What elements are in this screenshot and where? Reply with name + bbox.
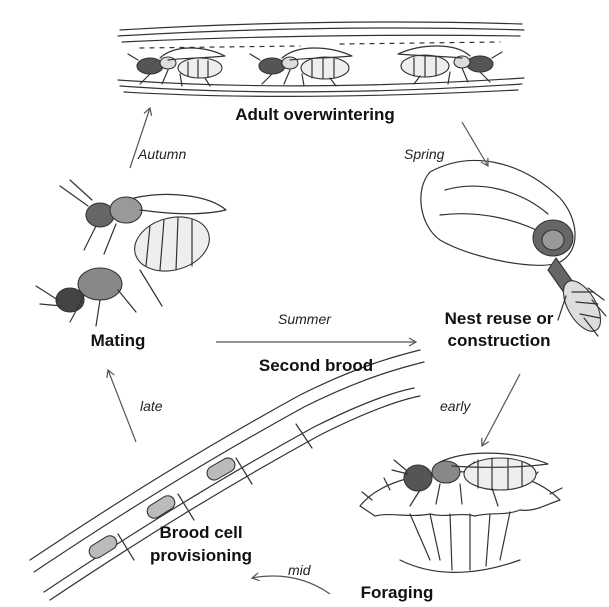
arrow-early [482,374,520,446]
stage-nest-reuse-line1: Nest reuse or [424,308,574,329]
stage-mating: Mating [68,330,168,351]
overwintering-bee-2 [250,48,352,86]
foraging-illustration [360,453,562,572]
transition-autumn: Autumn [138,146,186,163]
arrow-spring [462,122,488,166]
stage-nest-reuse-line2: construction [424,330,574,351]
transition-mid: mid [288,562,311,579]
transition-summer: Summer [278,311,331,328]
transition-spring: Spring [404,146,444,163]
overwintering-bee-1 [128,48,225,86]
stage-foraging: Foraging [352,582,442,603]
transition-late: late [140,398,163,415]
lower-bee [36,209,215,326]
arrow-late [108,370,136,442]
stage-brood-cell-line1: Brood cell [146,522,256,543]
stage-brood-cell-line2: provisioning [146,545,256,566]
mating-illustration [36,180,226,326]
stage-second-brood: Second brood [236,355,396,376]
stage-adult-overwintering: Adult overwintering [215,104,415,125]
overwintering-stem-illustration [118,22,524,96]
foraging-bee [392,453,548,506]
overwintering-bee-3 [398,46,502,84]
transition-early: early [440,398,470,415]
